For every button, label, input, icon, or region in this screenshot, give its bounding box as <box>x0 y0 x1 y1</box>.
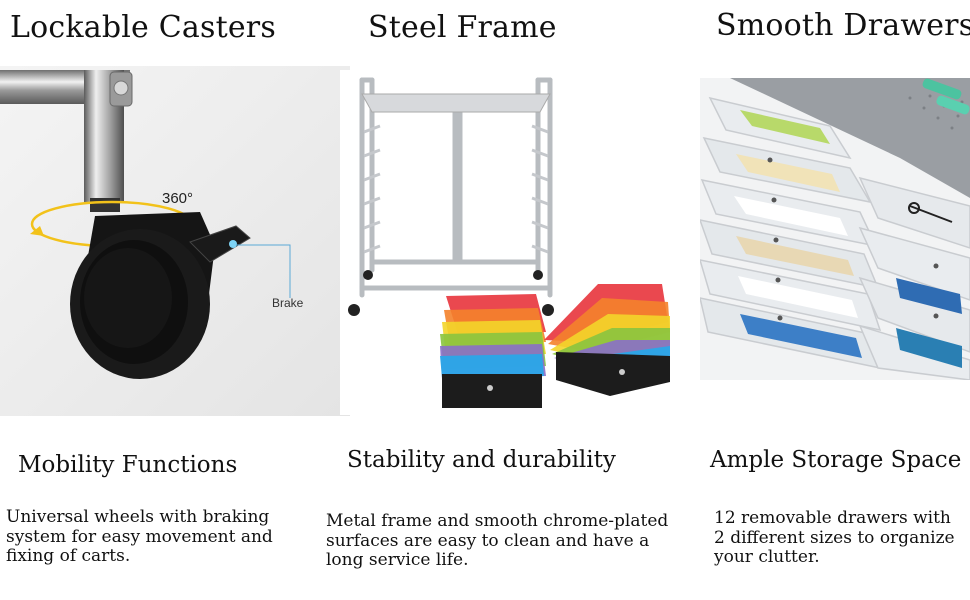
description-line: 2 different sizes to organize <box>714 527 955 548</box>
description-line: system for easy movement and <box>6 526 273 547</box>
drawers-image <box>700 78 970 380</box>
steel-frame-image <box>340 70 685 415</box>
caster-image: 360° Brake <box>0 66 350 416</box>
subtitle-ample-storage: Ample Storage Space <box>710 447 962 473</box>
description-line: fixing of carts. <box>6 546 131 566</box>
subtitle-stability-durability: Stability and durability <box>347 447 616 473</box>
description-line: long service life. <box>326 550 469 570</box>
description-line: Metal frame and smooth chrome-plated <box>326 511 669 531</box>
rotation-label: 360° <box>162 190 194 207</box>
description-line: Universal wheels with braking <box>6 507 270 527</box>
title-steel-frame: Steel Frame <box>368 10 557 45</box>
description-line: 12 removable drawers with <box>714 508 951 528</box>
subtitle-mobility-functions: Mobility Functions <box>18 452 238 478</box>
title-lockable-casters: Lockable Casters <box>10 10 276 45</box>
description-storage: 12 removable drawers with 2 different si… <box>714 508 964 568</box>
description-stability: Metal frame and smooth chrome-plated sur… <box>326 511 686 571</box>
description-mobility: Universal wheels with braking system for… <box>6 507 306 567</box>
brake-label: Brake <box>272 296 304 310</box>
title-smooth-drawers: Smooth Drawers <box>716 8 970 43</box>
description-line: your clutter. <box>714 547 820 567</box>
description-line: surfaces are easy to clean and have a <box>326 530 650 551</box>
